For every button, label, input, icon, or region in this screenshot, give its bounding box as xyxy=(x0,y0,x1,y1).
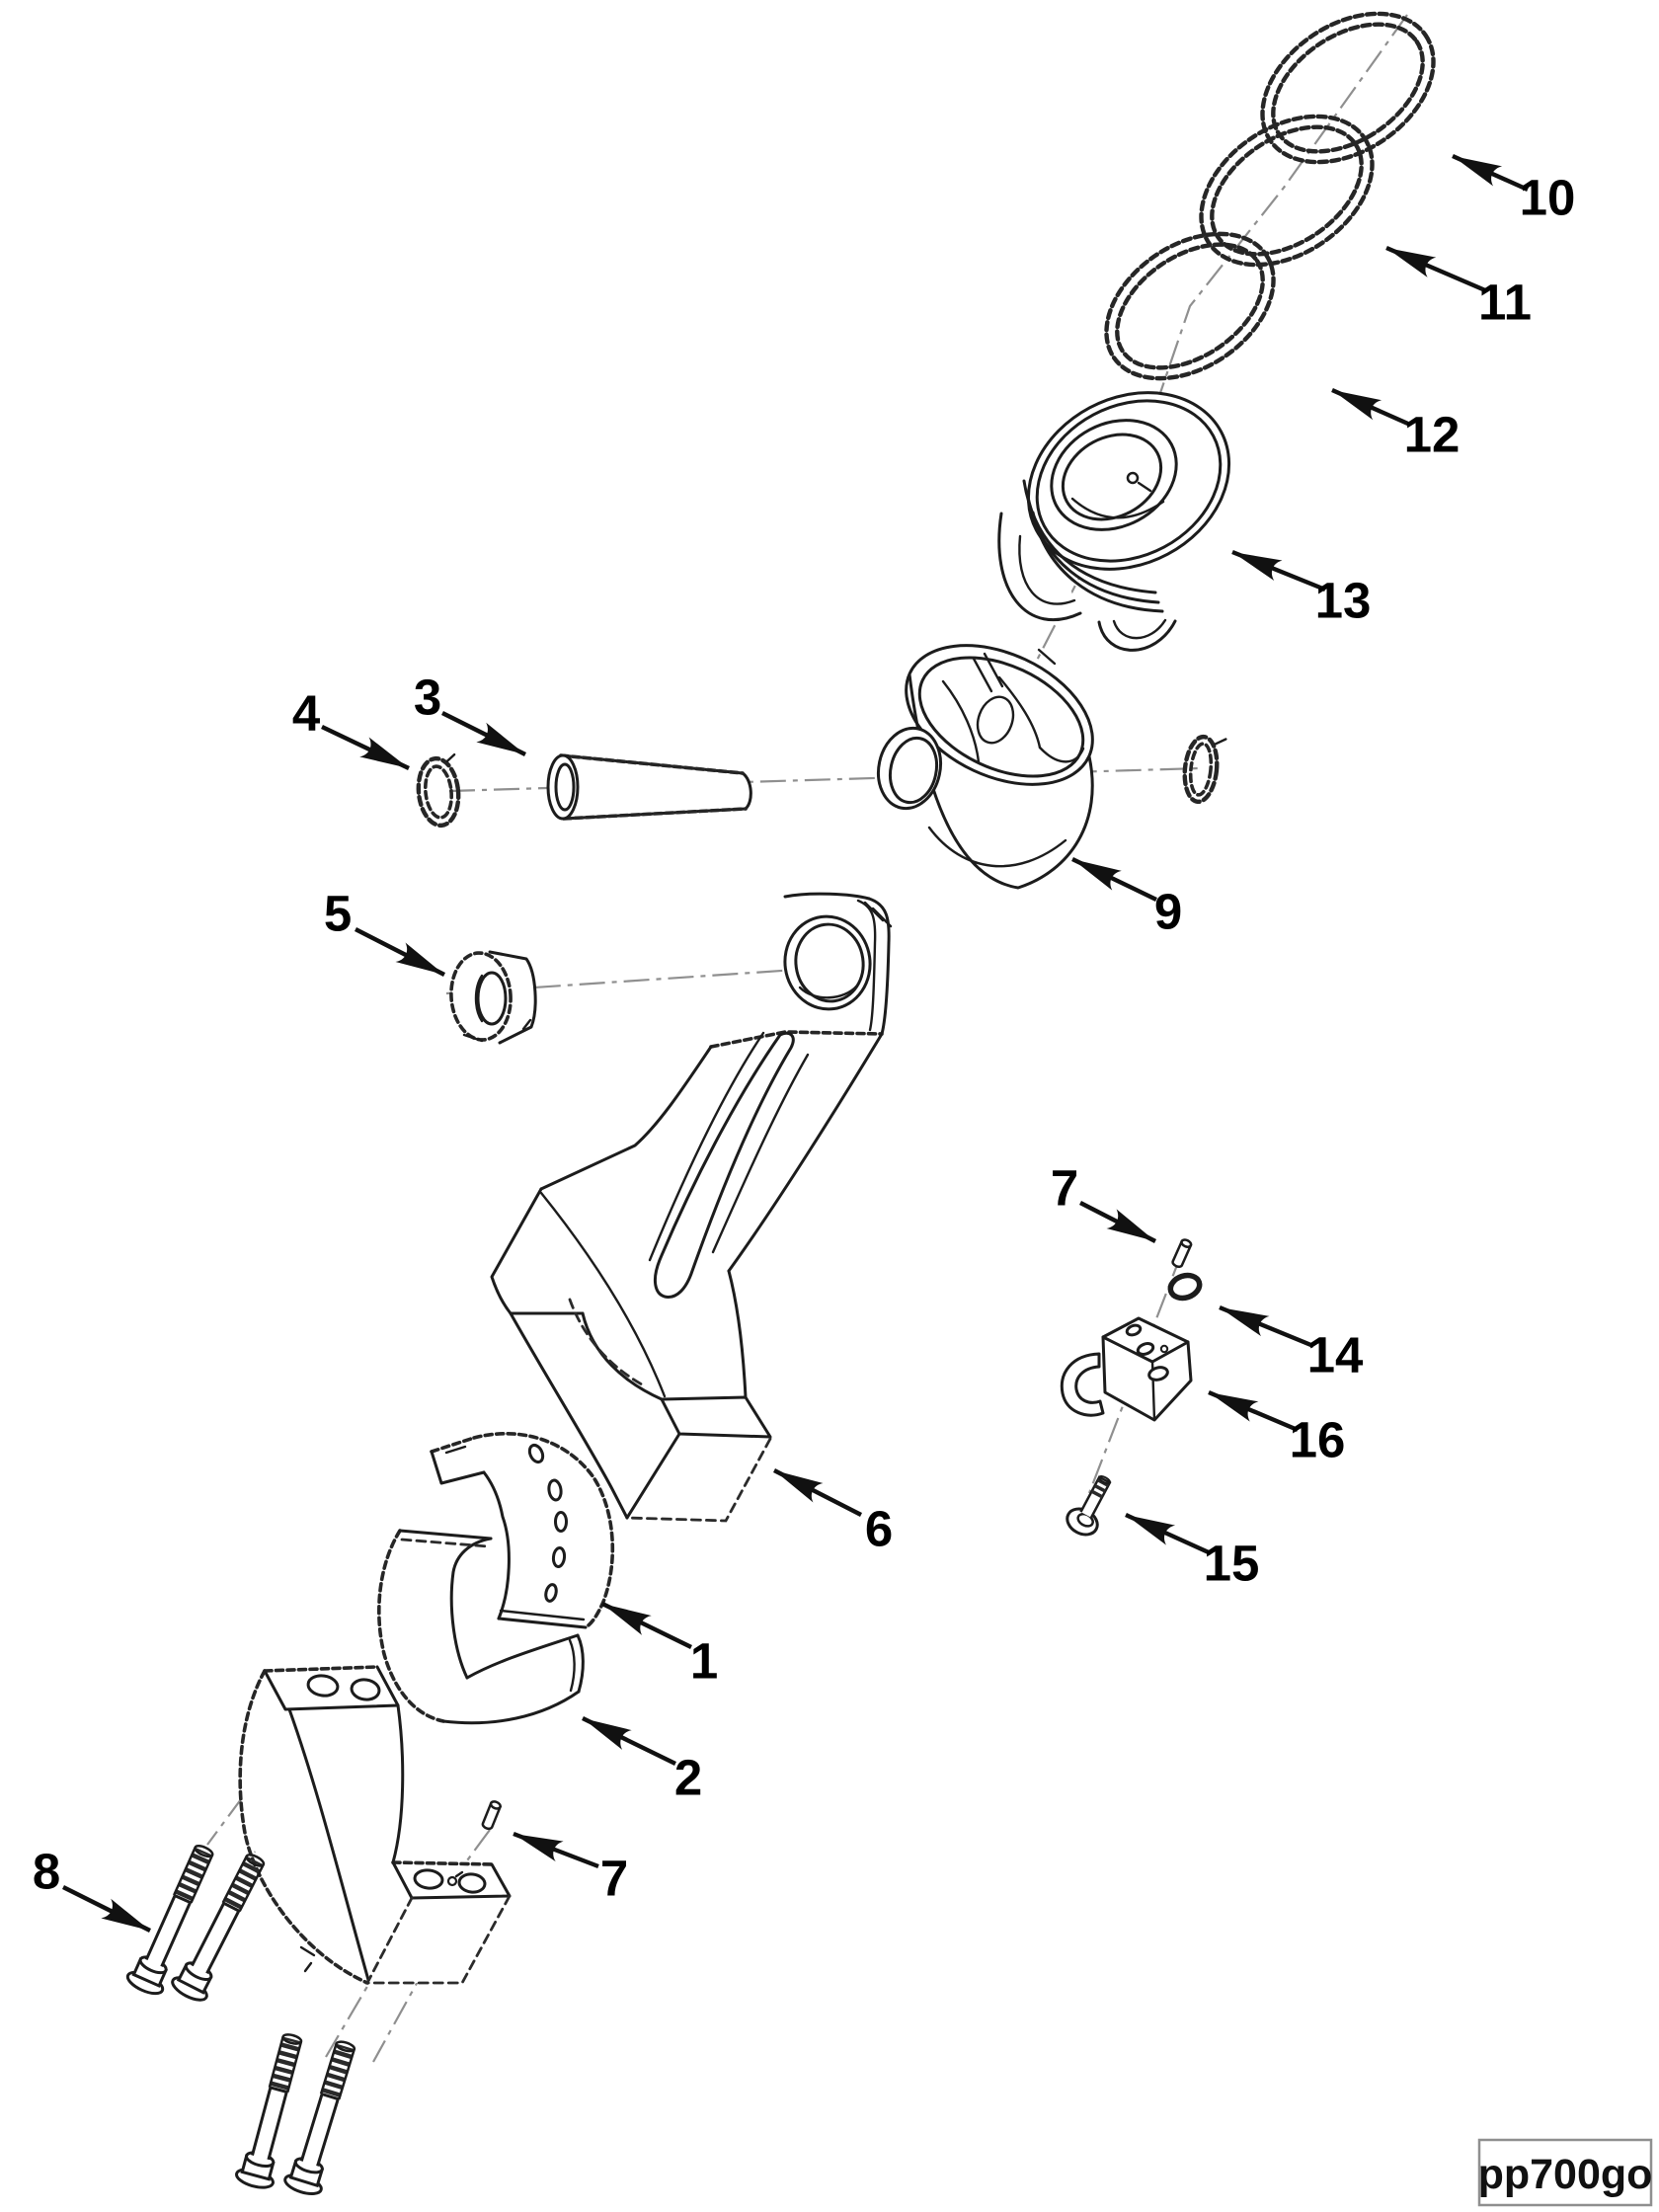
callout-label-connecting-rod: 6 xyxy=(865,1501,893,1557)
callout-arrow-piston-skirt xyxy=(1071,857,1157,902)
callout-label-cap-dowel-pin: 7 xyxy=(600,1851,628,1907)
piston-cooling-nozzle xyxy=(1060,1316,1193,1422)
intermediate-compression-ring xyxy=(1199,114,1375,268)
callout-label-top-compression-ring: 10 xyxy=(1520,170,1576,226)
callout-label-nozzle-o-ring: 14 xyxy=(1307,1327,1364,1383)
oil-control-ring xyxy=(1104,231,1276,381)
callout-label-upper-rod-bearing-shell: 1 xyxy=(690,1633,718,1690)
nozzle-o-ring xyxy=(1167,1272,1203,1302)
callout-arrow-upper-rod-bearing-shell xyxy=(601,1602,692,1649)
callout-label-piston-skirt: 9 xyxy=(1154,884,1182,940)
connecting-rod xyxy=(490,892,893,1523)
piston-pin xyxy=(546,753,752,821)
figure-code: pp700go xyxy=(1478,2151,1653,2198)
piston-skirt xyxy=(877,633,1094,890)
callout-label-pin-retaining-ring-left: 4 xyxy=(292,685,321,742)
callout-arrow-intermediate-ring xyxy=(1385,245,1486,293)
callout-arrow-nozzle-o-ring xyxy=(1219,1304,1314,1349)
upper-rod-bearing-shell xyxy=(430,1431,615,1629)
piston-crown xyxy=(997,391,1231,652)
callout-arrow-top-compression-ring xyxy=(1452,153,1529,193)
callout-arrow-piston-crown xyxy=(1231,549,1326,592)
pin-retaining-ring-left xyxy=(416,752,461,829)
callout-arrow-nozzle-dowel-pin xyxy=(1078,1201,1157,1243)
callout-label-lower-rod-bearing-shell: 2 xyxy=(674,1750,702,1806)
callout-arrow-nozzle-screw xyxy=(1125,1512,1212,1556)
callout-arrow-rod-cap-bolts xyxy=(62,1885,151,1933)
callout-label-oil-control-ring: 12 xyxy=(1404,407,1461,463)
callout-arrow-piston-cooling-nozzle xyxy=(1208,1389,1299,1433)
callout-arrow-pin-retaining-ring-left xyxy=(321,725,410,770)
callout-label-nozzle-screw: 15 xyxy=(1204,1536,1260,1592)
small-end-bushing xyxy=(449,950,537,1045)
bearing-cap xyxy=(237,1665,512,1985)
callout-label-rod-cap-bolts: 8 xyxy=(33,1844,60,1900)
callout-label-small-end-bushing: 5 xyxy=(324,886,352,942)
callout-arrow-oil-control-ring xyxy=(1331,387,1411,428)
callout-label-intermediate-ring: 11 xyxy=(1478,275,1532,331)
lower-rod-bearing-shell xyxy=(377,1529,585,1725)
pin-retaining-ring-right xyxy=(1182,734,1227,805)
callout-arrow-lower-rod-bearing-shell xyxy=(582,1716,676,1766)
callout-label-piston-cooling-nozzle: 16 xyxy=(1290,1412,1346,1468)
callout-arrow-cap-dowel-pin xyxy=(513,1831,599,1869)
callout-label-nozzle-dowel-pin: 7 xyxy=(1051,1160,1078,1217)
callout-label-piston-crown: 13 xyxy=(1315,573,1372,629)
callout-arrow-small-end-bushing xyxy=(354,927,446,977)
callout-arrow-connecting-rod xyxy=(772,1468,863,1517)
callout-label-piston-pin: 3 xyxy=(414,670,441,726)
figure-code-box: pp700go xyxy=(1478,2138,1653,2207)
callout-arrow-piston-pin xyxy=(441,711,526,756)
